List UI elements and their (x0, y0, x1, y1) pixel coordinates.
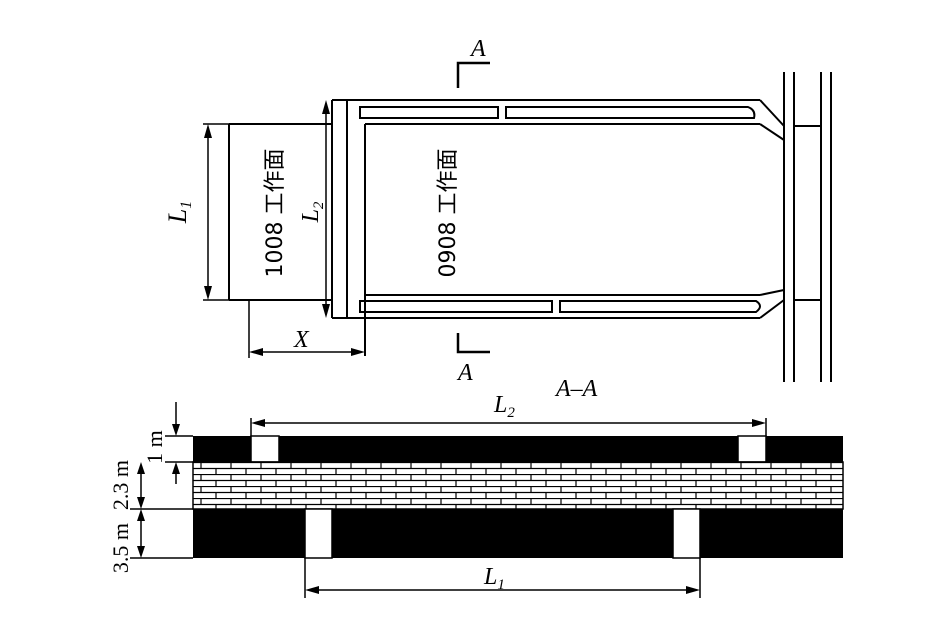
l1-section-arrow-left (305, 586, 319, 594)
l2-plan-letter: L (298, 209, 324, 223)
l2-plan-subscript: 2 (311, 201, 327, 209)
l1-section-letter: L (483, 564, 497, 590)
l1-section-label: L1 (483, 564, 505, 593)
l2-section-letter: L (493, 392, 507, 418)
svg-text:L1: L1 (163, 201, 195, 224)
thickness-3-5m-arrow-bottom (137, 546, 145, 558)
face-0908-label: 0908 工作面 (436, 149, 461, 278)
headgate-slant-outer (759, 299, 785, 319)
thickness-1m-arrow-top (172, 424, 180, 436)
section-marker-top (456, 61, 490, 88)
thickness-2-3m-arrow-bottom (137, 497, 145, 509)
headgate-pillar-left (359, 300, 553, 313)
l2-section-label: L2 (493, 392, 515, 421)
svg-text:L2: L2 (298, 201, 327, 223)
tailgate-slant-inner (759, 123, 785, 141)
lower-goaf-opening-right (672, 508, 701, 559)
thickness-2-3m-label: 2.3 m (108, 460, 133, 510)
x-arrow-left (249, 348, 263, 356)
l2-plan-arrow-bottom (322, 304, 330, 318)
l2-plan-arrow-top (322, 100, 330, 114)
thickness-1m-label: 1 m (142, 430, 167, 464)
l1-plan-subscript: 1 (178, 201, 195, 209)
section-label-bottom: A (456, 360, 473, 386)
face-1008-label: 1008 工作面 (263, 149, 288, 278)
l1-plan-arrow-bottom (204, 286, 212, 300)
headgate-pillar-right (559, 300, 761, 313)
thickness-3-5m-arrow-top (137, 509, 145, 521)
interburden-rock (192, 461, 844, 510)
l2-section-arrow-right (752, 419, 766, 427)
l1-plan-label: L1 (163, 201, 195, 224)
tailgate-pillar-left (359, 106, 499, 119)
upper-goaf-opening-right (737, 435, 767, 463)
l2-plan-label: L2 (298, 201, 327, 223)
upper-goaf-opening-left (250, 435, 280, 463)
tailgate-pillar-right (505, 106, 756, 119)
thickness-2-3m-arrow-top (137, 462, 145, 474)
headgate-slant-inner (759, 289, 785, 296)
tailgate-slant-outer (759, 99, 785, 127)
lower-goaf-opening-left (304, 508, 333, 559)
l2-section-arrow-left (251, 419, 265, 427)
l2-section-subscript: 2 (507, 405, 515, 421)
l1-section-subscript: 1 (497, 577, 505, 593)
l1-plan-arrow-top (204, 124, 212, 138)
l1-plan-letter: L (163, 209, 192, 224)
thickness-3-5m-label: 3.5 m (108, 523, 133, 573)
l1-section-arrow-right (686, 586, 700, 594)
section-title: A–A (554, 376, 598, 402)
section-marker-bottom (456, 333, 490, 354)
upper-coal-seam (193, 436, 843, 462)
plan-view (203, 61, 832, 382)
x-label: X (293, 327, 310, 353)
thickness-1m-arrow-bottom (172, 462, 180, 474)
x-arrow-right (351, 348, 365, 356)
section-view (130, 402, 844, 598)
lower-coal-seam (193, 509, 843, 558)
section-label-top: A (469, 36, 486, 62)
